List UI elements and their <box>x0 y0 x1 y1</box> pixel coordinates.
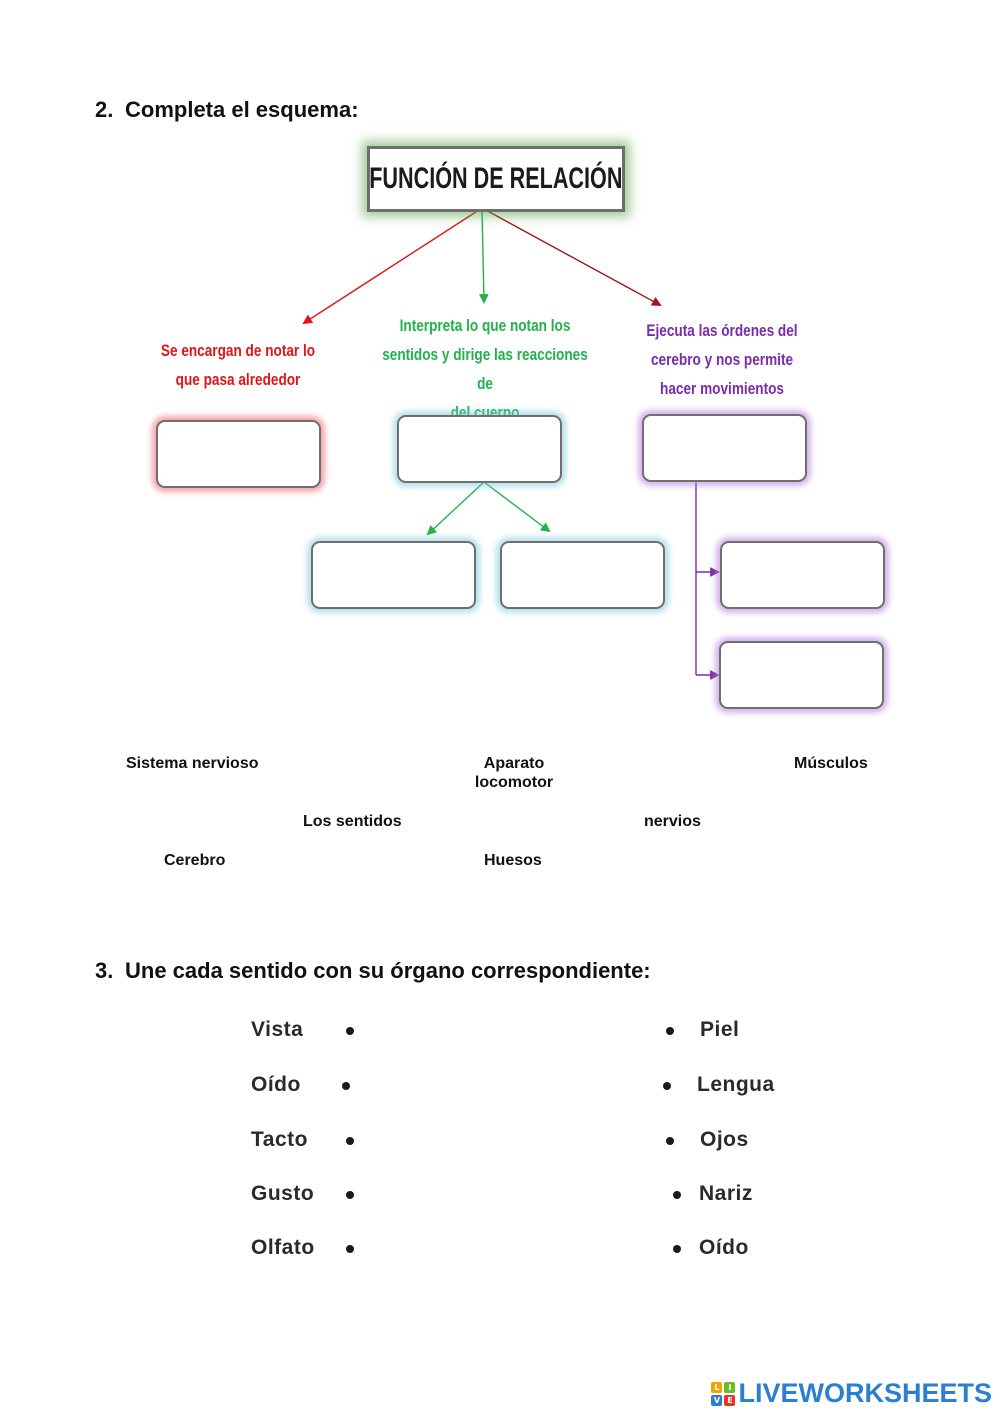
section-3-title: Une cada sentido con su órgano correspon… <box>125 958 651 983</box>
logo-letter-l: L <box>711 1381 723 1393</box>
arrow-to-brain <box>426 481 485 536</box>
section-3-number: 3. <box>95 958 114 983</box>
senses-description-line: que pasa alrededor <box>175 370 301 389</box>
locomotor-description-line: cerebro y nos permite <box>650 350 794 369</box>
sense-dot-vista[interactable] <box>346 1027 354 1035</box>
liveworksheets-logo: L I V E LIVEWORKSHEETS <box>711 1378 992 1409</box>
diagram-title: FUNCIÓN DE RELACIÓN <box>369 162 623 195</box>
diagram-title-box: FUNCIÓN DE RELACIÓN <box>367 146 625 212</box>
nervous-system-description-line: sentidos y dirige las reacciones de <box>382 345 588 393</box>
word-cerebro[interactable]: Cerebro <box>164 852 226 869</box>
locomotor-description-line: Ejecuta las órdenes del <box>646 321 798 340</box>
sense-olfato: Olfato <box>251 1236 315 1259</box>
arrow-to-locomotor <box>481 207 662 306</box>
answer-box-senses[interactable] <box>156 420 321 488</box>
section-2-number: 2. <box>95 97 114 122</box>
section-3-heading: 3. Une cada sentido con su órgano corresp… <box>95 958 651 984</box>
answer-box-bones[interactable] <box>720 541 885 609</box>
section-2-heading: 2. Completa el esquema: <box>95 97 359 123</box>
logo-letter-i: I <box>724 1381 736 1393</box>
locomotor-description: Ejecuta las órdenes del cerebro y nos pe… <box>626 316 818 403</box>
word-huesos[interactable]: Huesos <box>484 852 542 869</box>
organ-ojos: Ojos <box>700 1128 749 1151</box>
sense-gusto: Gusto <box>251 1182 315 1205</box>
answer-box-locomotor[interactable] <box>642 414 807 482</box>
sense-dot-gusto[interactable] <box>346 1191 354 1199</box>
organ-piel: Piel <box>700 1018 740 1041</box>
diagram-connectors <box>302 207 720 680</box>
sense-oido: Oído <box>251 1073 301 1096</box>
organ-dot-lengua[interactable] <box>663 1082 671 1090</box>
sense-vista: Vista <box>251 1018 304 1041</box>
answer-box-nerves[interactable] <box>500 541 665 609</box>
answer-box-brain[interactable] <box>311 541 476 609</box>
arrow-to-senses <box>302 207 483 325</box>
sense-dot-tacto[interactable] <box>346 1137 354 1145</box>
senses-description-line: Se encargan de notar lo <box>160 341 316 360</box>
logo-letter-v: V <box>711 1394 723 1406</box>
word-sistema-nervioso[interactable]: Sistema nervioso <box>126 755 259 772</box>
word-aparato-locomotor-line: locomotor <box>474 774 554 791</box>
nervous-system-description: Interpreta lo que notan los sentidos y d… <box>373 311 597 427</box>
locomotor-description-line: hacer movimientos <box>660 379 784 398</box>
nervous-system-description-line: Interpreta lo que notan los <box>399 316 571 335</box>
sense-dot-olfato[interactable] <box>346 1245 354 1253</box>
answer-box-muscles[interactable] <box>719 641 884 709</box>
section-2-title: Completa el esquema: <box>125 97 359 122</box>
logo-letter-e: E <box>724 1394 736 1406</box>
organ-dot-oido[interactable] <box>673 1245 681 1253</box>
arrow-to-nerves <box>483 481 551 533</box>
word-los-sentidos[interactable]: Los sentidos <box>303 813 402 830</box>
arrow-to-nervous-system <box>478 207 489 304</box>
senses-description: Se encargan de notar lo que pasa alreded… <box>142 336 334 394</box>
sense-tacto: Tacto <box>251 1128 308 1151</box>
organ-lengua: Lengua <box>697 1073 775 1096</box>
organ-dot-piel[interactable] <box>666 1027 674 1035</box>
answer-box-nervous-system[interactable] <box>397 415 562 483</box>
word-aparato-locomotor[interactable]: Aparato locomotor <box>464 754 564 792</box>
word-musculos[interactable]: Músculos <box>794 755 868 772</box>
sense-dot-oido[interactable] <box>342 1082 350 1090</box>
organ-dot-nariz[interactable] <box>673 1191 681 1199</box>
liveworksheets-icon: L I V E <box>711 1381 736 1406</box>
word-nervios[interactable]: nervios <box>644 813 701 830</box>
organ-nariz: Nariz <box>699 1182 753 1205</box>
liveworksheets-brand: LIVEWORKSHEETS <box>738 1378 992 1408</box>
organ-oido: Oído <box>699 1236 749 1259</box>
word-aparato-locomotor-line: Aparato <box>483 755 545 772</box>
organ-dot-ojos[interactable] <box>666 1137 674 1145</box>
